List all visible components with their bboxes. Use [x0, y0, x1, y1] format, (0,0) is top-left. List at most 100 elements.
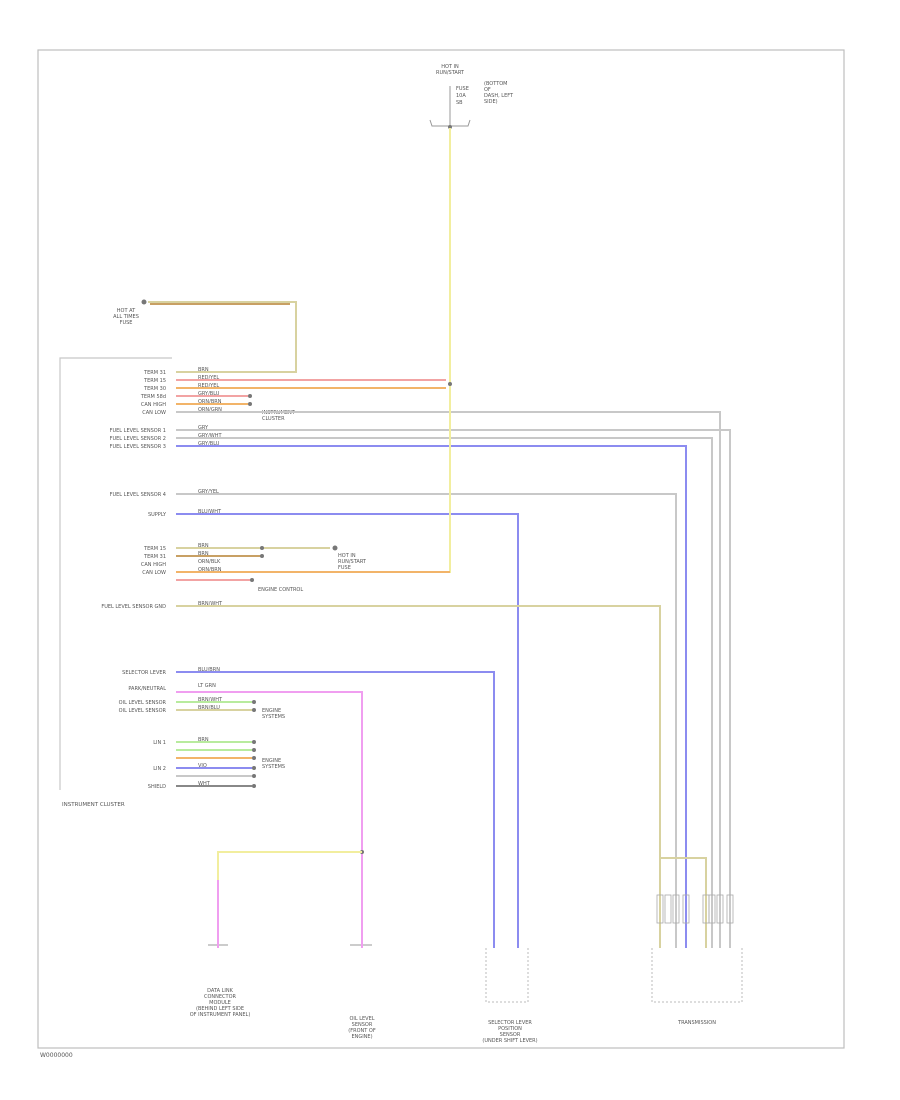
splice-dot	[260, 546, 264, 550]
bottom-1-line-1: DATA LINK	[207, 988, 233, 994]
mid-fuse-line-1: HOT IN	[338, 553, 356, 559]
bottom-1-line-3: MODULE	[209, 1000, 231, 1006]
wire-code: BRN	[198, 551, 209, 557]
wire-fuse-trunk	[176, 388, 451, 573]
wire-fuel-5	[176, 493, 677, 948]
pin-label: OIL LEVEL SENSOR	[119, 708, 167, 714]
wire-code: GRY	[198, 425, 209, 431]
connector-label-box	[708, 894, 716, 924]
splice-dot	[248, 394, 252, 398]
pin-label: CAN HIGH	[141, 402, 166, 408]
wire-code: WHT	[198, 781, 211, 787]
pin-label: CAN LOW	[142, 410, 166, 416]
left-fuse-line-2: ALL TIMES	[113, 314, 139, 320]
left-fuse-line-3: FUSE	[120, 320, 133, 326]
wire-fuel-4	[176, 445, 687, 948]
bottom-3-line-1: SELECTOR LEVER	[488, 1020, 532, 1026]
pin-label: FUEL LEVEL SENSOR 3	[110, 444, 166, 450]
wire-code: BRN	[198, 367, 209, 373]
connector-label-box	[716, 894, 724, 924]
top-fuse-line-2: RUN/START	[436, 70, 465, 76]
splice-dot	[252, 708, 256, 712]
pin-label: TERM 31	[143, 554, 166, 560]
note-canbus-a-1: ENGINE	[262, 708, 281, 714]
wire-code: BRN/BLU	[198, 705, 220, 711]
pin-label: SHIELD	[148, 784, 166, 790]
top-fuse-component: HOT IN RUN/START FUSE 10A SB (BOTTOM OF …	[429, 64, 514, 129]
bottom-2-line-4: ENGINE)	[351, 1034, 372, 1040]
wire-oil-jumper	[217, 851, 362, 948]
wire-code: BLU/BRN	[198, 667, 220, 673]
wire-code: RED/YEL	[198, 383, 219, 389]
wire-code: GRY/YEL	[198, 489, 219, 495]
wire-supply	[176, 513, 519, 948]
splice-dot	[252, 740, 256, 744]
pin-label: TERM 58d	[140, 394, 166, 400]
pin-label: PARK/NEUTRAL	[128, 686, 166, 692]
connector-label-box	[682, 894, 690, 924]
note-engine: ENGINE CONTROL	[258, 587, 303, 593]
bottom-3-line-2: POSITION	[498, 1026, 522, 1032]
wire-selector	[176, 671, 495, 948]
wire-code: BRN/WHT	[198, 601, 223, 607]
wire-fuel-gnd	[176, 605, 661, 948]
wire-trans-bridge	[660, 857, 707, 948]
top-fuse-line-3: FUSE	[456, 86, 469, 92]
connector-label-box	[672, 894, 680, 924]
bottom-component-3: SELECTOR LEVER POSITION SENSOR (UNDER SH…	[482, 948, 538, 1044]
bottom-component-1: DATA LINK CONNECTOR MODULE (BEHIND LEFT …	[190, 944, 250, 1018]
pin-label: TERM 31	[143, 370, 166, 376]
pin-label: CAN HIGH	[141, 562, 166, 568]
note-canbus-a-2: SYSTEMS	[262, 714, 285, 720]
top-fuse-side-1: (BOTTOM	[484, 81, 508, 87]
pin-label: FUEL LEVEL SENSOR 4	[110, 492, 166, 498]
wire-fuel-2	[176, 429, 731, 948]
left-fuse-component: HOT AT ALL TIMES FUSE	[113, 299, 147, 326]
wire-park-neutral	[176, 691, 363, 948]
pin-label: FUEL LEVEL SENSOR 2	[110, 436, 166, 442]
wire-code: ORN/BLK	[198, 559, 221, 565]
wire-code: LT GRN	[198, 683, 216, 689]
bottom-4-line-1: TRANSMISSION	[677, 1020, 716, 1026]
top-fuse-line-1: HOT IN	[441, 64, 459, 70]
pin-label: OIL LEVEL SENSOR	[119, 700, 167, 706]
wire-fuel-3	[176, 437, 713, 948]
pin-label: FUEL LEVEL SENSOR GND	[101, 604, 166, 610]
splice-dot	[252, 774, 256, 778]
splice-dot	[252, 748, 256, 752]
wire-code: ORN/GRN	[198, 407, 222, 413]
wire-code: BRN	[198, 543, 209, 549]
bottom-3-line-3: SENSOR	[500, 1032, 521, 1038]
splice-dot	[252, 766, 256, 770]
bottom-1-line-4: (BEHIND LEFT SIDE	[196, 1006, 244, 1012]
figure-id: W0000000	[40, 1052, 73, 1059]
wire-code: VIO	[198, 763, 207, 769]
bottom-2-line-2: SENSOR	[352, 1022, 373, 1028]
top-fuse-side-2: OF	[484, 87, 491, 93]
wire-harness	[148, 128, 734, 948]
bottom-component-4: TRANSMISSION	[651, 948, 743, 1026]
wire-code: ORN/BRN	[198, 567, 222, 573]
wire-code: GRY/BLU	[198, 441, 220, 447]
wire-code: GRY/WHT	[198, 433, 222, 439]
wire-code: RED/YEL	[198, 375, 219, 381]
splice-dot	[448, 382, 452, 386]
bottom-1-line-2: CONNECTOR	[204, 994, 237, 1000]
pin-label: TERM 15	[143, 546, 166, 552]
note-canbus-b-2: SYSTEMS	[262, 764, 285, 770]
wire-fuel-1	[176, 411, 721, 948]
wire-code: ORN/BRN	[198, 399, 222, 405]
splice-dot	[252, 784, 256, 788]
pin-label: CAN LOW	[142, 570, 166, 576]
mid-fuse-line-2: RUN/START	[338, 559, 367, 565]
splice-dot	[248, 402, 252, 406]
wire-code: BRN/WHT	[198, 697, 223, 703]
pin-label: SUPPLY	[148, 512, 167, 518]
top-fuse-line-5: SB	[456, 100, 463, 106]
diagram-frame	[37, 49, 845, 1049]
splice-dot	[260, 554, 264, 558]
bottom-3-line-4: (UNDER SHIFT LEVER)	[482, 1038, 537, 1044]
bottom-2-line-3: (FRONT OF	[348, 1028, 376, 1034]
wire-code: BLU/WHT	[198, 509, 222, 515]
